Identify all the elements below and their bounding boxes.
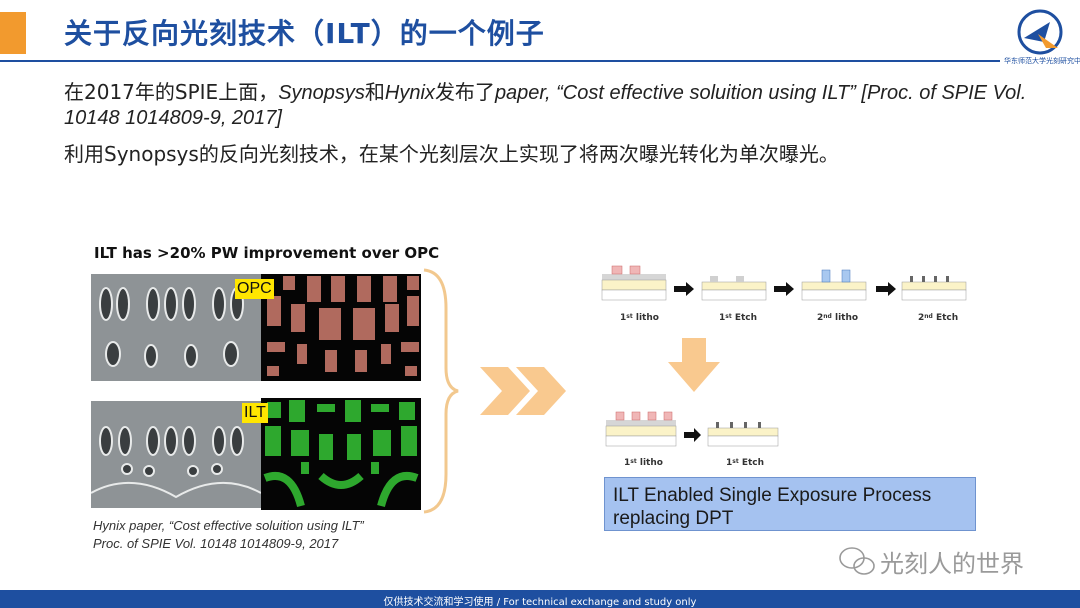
ordinal: 1: [620, 313, 627, 323]
highlight-line-1: ILT Enabled Single Exposure Process: [613, 485, 932, 506]
institution-logo-icon: [1017, 9, 1063, 55]
logo-subtext: 华东师范大学光刻研究中心: [1004, 57, 1080, 65]
figure-reference: Hynix paper, “Cost effective soluition u…: [93, 517, 364, 553]
mask-opc-pattern: [261, 274, 421, 381]
ordinal: 1: [726, 458, 733, 468]
dpt-label-1: 1st litho: [620, 313, 659, 323]
footer-text: 仅供技术交流和学习使用 / For technical exchange and…: [383, 597, 697, 608]
single-label-1: 1st litho: [624, 458, 663, 468]
company-hynix: Hynix: [384, 82, 435, 104]
intro-prefix: 在2017年的SPIE上面，: [64, 80, 279, 104]
wechat-icon: [839, 547, 875, 575]
single-exposure-flow: [605, 411, 779, 447]
label-opc: OPC: [235, 279, 274, 299]
dpt-step-1-stack: [601, 265, 667, 301]
highlight-line-2: replacing DPT: [613, 508, 734, 529]
chevron-right-icon: [480, 367, 566, 415]
ordinal-suffix: nd: [924, 313, 933, 320]
dpt-step-4-stack: [901, 276, 967, 301]
sem-image-opc: [91, 274, 261, 381]
title-underline: [0, 60, 1000, 62]
mask-ilt-pattern: [261, 398, 421, 510]
ordinal: 1: [624, 458, 631, 468]
mask-opc: [261, 274, 421, 381]
company-synopsys: Synopsys: [278, 82, 365, 104]
figure-caption: ILT has >20% PW improvement over OPC: [94, 244, 440, 262]
dpt-label-3: 2nd litho: [817, 313, 858, 323]
title-bar: 关于反向光刻技术（ILT）的一个例子 华东师范大学光刻研究中心: [0, 0, 1080, 65]
paper-citation: paper, “Cost effective soluition using I…: [64, 82, 1027, 129]
ordinal-suffix: st: [732, 458, 739, 465]
ordinal-suffix: nd: [823, 313, 832, 320]
footer-bar: 仅供技术交流和学习使用 / For technical exchange and…: [0, 590, 1080, 608]
label-ilt: ILT: [242, 403, 268, 423]
dpt-label-2: 1st Etch: [719, 313, 757, 323]
step-label: litho: [639, 458, 663, 468]
slide-title: 关于反向光刻技术（ILT）的一个例子: [64, 17, 545, 50]
ordinal: 2: [918, 313, 925, 323]
sem-image-ilt: [91, 401, 261, 508]
highlight-box: ILT Enabled Single Exposure Process repl…: [604, 477, 976, 531]
reference-line-1: Hynix paper, “Cost effective soluition u…: [93, 518, 364, 533]
paragraph-summary: 利用Synopsys的反向光刻技术，在某个光刻层次上实现了将两次曝光转化为单次曝…: [64, 142, 839, 166]
arrow-down-icon: [668, 338, 720, 392]
sem-opc-pattern: [91, 274, 261, 381]
watermark-text: 光刻人的世界: [880, 550, 1024, 578]
highlight-text: ILT Enabled Single Exposure Process repl…: [613, 484, 931, 530]
ordinal-suffix: st: [630, 458, 637, 465]
step-label: litho: [635, 313, 659, 323]
ordinal: 1: [719, 313, 726, 323]
intro-and: 和: [364, 80, 385, 104]
dpt-step-2-stack: [701, 276, 767, 301]
intro-verb: 发布了: [434, 80, 495, 104]
step-label: Etch: [734, 313, 758, 323]
title-accent-bar: [0, 12, 26, 54]
ordinal-suffix: st: [725, 313, 732, 320]
mask-ilt: [261, 398, 421, 510]
step-label: Etch: [741, 458, 765, 468]
ordinal: 2: [817, 313, 824, 323]
sem-ilt-pattern: [91, 401, 261, 508]
curly-brace-icon: [423, 268, 459, 514]
dpt-step-3-stack: [801, 269, 867, 301]
step-label: litho: [834, 313, 859, 323]
paragraph-intro: 在2017年的SPIE上面，Synopsys和Hynix发布了paper, “C…: [64, 80, 1054, 130]
ordinal-suffix: st: [626, 313, 633, 320]
dpt-process-flow: [601, 265, 967, 301]
dpt-label-4: 2nd Etch: [918, 313, 958, 323]
reference-line-2: Proc. of SPIE Vol. 10148 1014809-9, 2017: [93, 536, 339, 551]
step-label: Etch: [935, 313, 959, 323]
single-label-2: 1st Etch: [726, 458, 764, 468]
